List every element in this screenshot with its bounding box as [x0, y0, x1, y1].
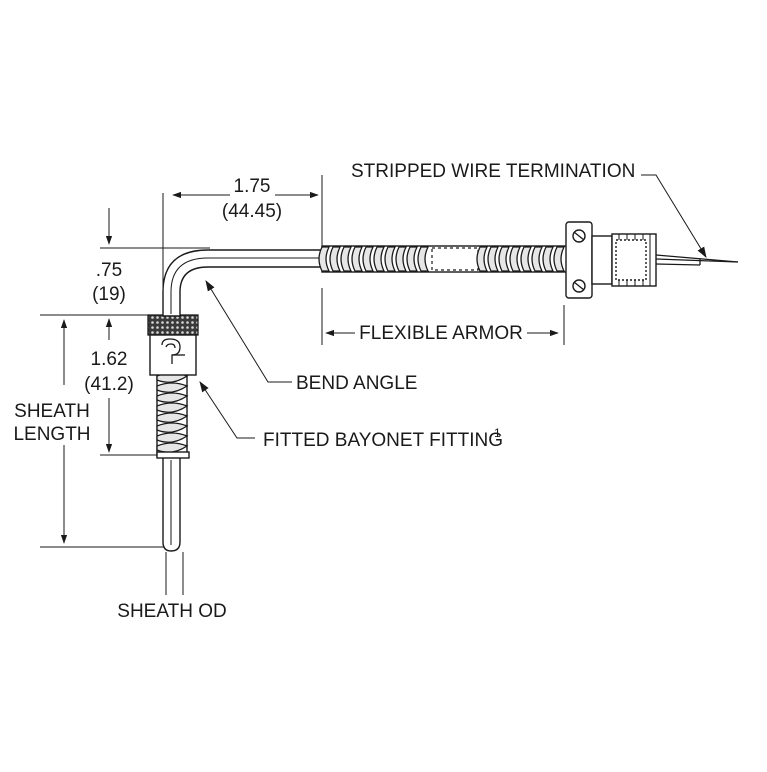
spring-coil — [156, 362, 190, 459]
label-bayonet-fitting: FITTED BAYONET FITTING — [263, 430, 503, 451]
labels: STRIPPED WIRE TERMINATION 1.75 (44.45) .… — [13, 161, 635, 622]
label-sheath-length-1: SHEATH — [14, 401, 90, 422]
sheath-bend — [162, 249, 326, 317]
label-dim-19: (19) — [92, 284, 126, 305]
label-dim-41-2: (41.2) — [84, 374, 134, 395]
label-dim-1-62: 1.62 — [91, 349, 128, 370]
dimension-lines — [40, 175, 565, 595]
label-sheath-od: SHEATH OD — [117, 601, 226, 622]
label-dim-44-45: (44.45) — [222, 201, 282, 222]
label-bayonet-footnote: 1 — [494, 426, 501, 440]
label-stripped-wire-termination: STRIPPED WIRE TERMINATION — [351, 161, 635, 182]
sheath-probe — [162, 454, 181, 552]
termination-fitting — [565, 221, 657, 299]
flexible-armor — [318, 245, 568, 273]
label-bend-angle: BEND ANGLE — [296, 373, 417, 394]
label-flexible-armor: FLEXIBLE ARMOR — [359, 323, 523, 344]
label-sheath-length-2: LENGTH — [13, 424, 90, 445]
label-dim-1-75: 1.75 — [234, 176, 271, 197]
label-dim-0-75: .75 — [96, 260, 122, 281]
leader-lines — [199, 174, 707, 439]
bayonet-fitting — [147, 314, 199, 376]
stripped-wires — [655, 254, 739, 266]
